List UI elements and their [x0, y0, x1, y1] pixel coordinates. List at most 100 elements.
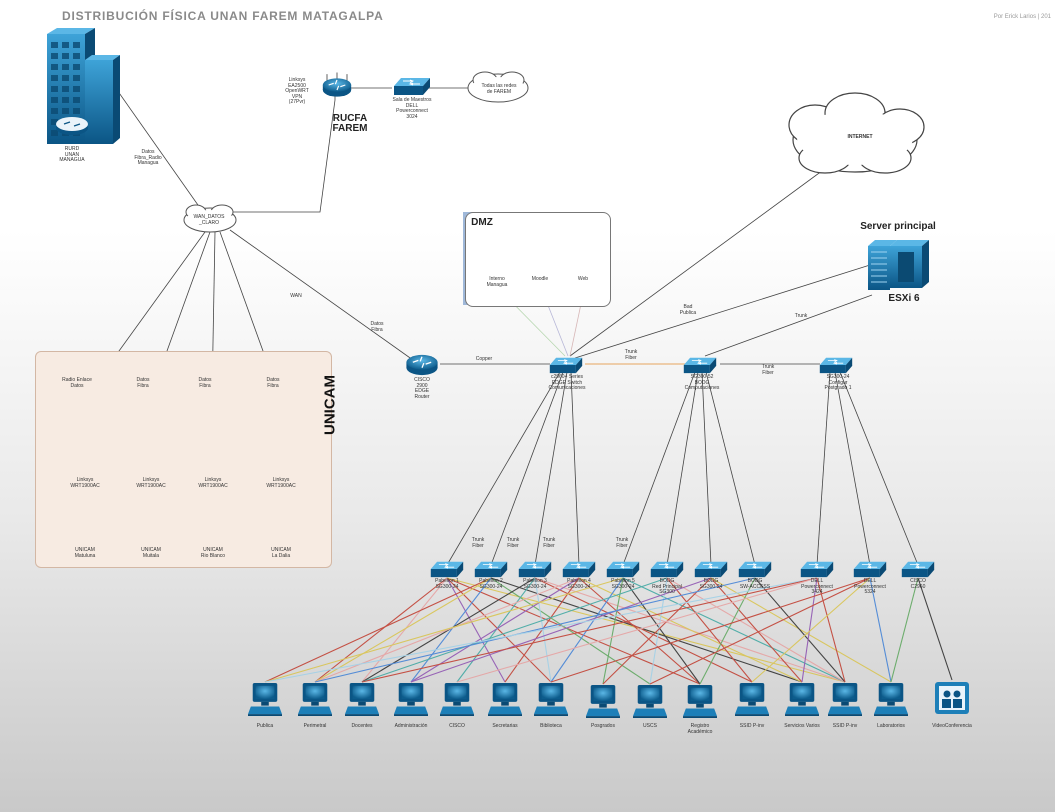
access-switch-icon [738, 561, 772, 578]
access-switch-label: CISCO C2960 [910, 578, 926, 590]
core-switch-icon [549, 357, 583, 374]
trunk-fiber-label: Trunk Fiber [624, 349, 638, 361]
access-switch-icon [901, 561, 935, 578]
endpoint-pc-icon [586, 684, 620, 718]
mesh-link [490, 577, 803, 683]
unicam-wifi-label: Linksys WRT1900AC [70, 477, 100, 489]
endpoint-label: CISCO [449, 723, 465, 729]
endpoint-pc-icon [633, 684, 667, 718]
access-switch-icon [650, 561, 684, 578]
dmz-server-label: Web [577, 276, 589, 282]
mesh-link [361, 577, 818, 683]
endpoint-pc-icon [785, 682, 819, 716]
mesh-link [649, 577, 871, 685]
access-switch-icon [606, 561, 640, 578]
trunk-fiber-label: Trunk Fiber [615, 537, 629, 549]
endpoint-label: Servicios Varios [784, 723, 820, 729]
endpoint-label: SSID P-inv [739, 723, 765, 729]
wan-link-label: WAN [290, 293, 302, 299]
unicam-pc-label: UNICAM La Dalia [271, 547, 291, 559]
diagram-title: DISTRIBUCIÓN FÍSICA UNAN FAREM MATAGALPA [62, 9, 384, 23]
dmz-server-label: Interno Managua [486, 276, 508, 288]
access-switch-icon [562, 561, 596, 578]
edge-router-icon [405, 354, 439, 376]
endpoint-pc-icon [345, 682, 379, 716]
internet-cloud [788, 92, 925, 174]
endpoint-pc-icon [440, 682, 474, 716]
access-switch-icon [853, 561, 887, 578]
endpoint-pc-icon [488, 682, 522, 716]
mesh-link [361, 577, 668, 683]
mesh-link [456, 577, 818, 683]
unicam-link-label: Datos Fibra [198, 377, 212, 389]
access-switch-label: DELL Powerconnect 3424 [801, 578, 833, 596]
mesh-link [446, 577, 506, 683]
mesh-link [264, 577, 624, 683]
mesh-link [578, 577, 701, 685]
mesh-link [490, 577, 651, 685]
bodg-switch-icon [683, 357, 717, 374]
author-note: Por Erick Larios | 201 [993, 14, 1051, 20]
mesh-link [602, 577, 624, 685]
server-principal-title: Server principal [860, 221, 936, 232]
unicam-title: UNICAM [321, 375, 339, 435]
access-switch-icon [518, 561, 552, 578]
trunk-fiber-label: Trunk Fiber [542, 537, 556, 549]
endpoint-label: USCS [643, 723, 657, 729]
trunk-label: Trunk [794, 313, 808, 319]
endpoint-label: Registro Académico [687, 723, 713, 735]
access-switch-icon [694, 561, 728, 578]
farem-cloud-label: Todas las redes de FAREM [481, 83, 517, 95]
endpoint-label: VideoConferencia [932, 723, 972, 729]
linksys-label: Linksys EA2500 OpenWRT VPN (27Pvr) [285, 77, 309, 106]
access-switch-label: BODG SW-ACCESS [739, 578, 771, 590]
mesh-link [602, 577, 712, 685]
endpoint-pc-icon [874, 682, 908, 716]
mesh-link [314, 577, 448, 683]
endpoint-label: Secretarias [492, 723, 518, 729]
core-switch-label: c2960+ Series EDGE Switch Comunicaciones [548, 374, 586, 392]
sala-label: Sala de Maestros DELL Powerconnect 3024 [392, 97, 432, 120]
mesh-link [361, 577, 448, 683]
postgrado-switch-icon [819, 357, 853, 374]
endpoint-label: Publica [256, 723, 274, 729]
building-icon [47, 28, 120, 144]
endpoint-pc-icon [683, 684, 717, 718]
videoconference-icon [935, 682, 969, 714]
esxi-label: ESXi 6 [888, 293, 920, 304]
rucfa-router-icon [322, 72, 352, 98]
server-principal-icon [868, 240, 929, 290]
rurd-label: RURD UNAN MANAGUA [59, 146, 85, 164]
trunk-fiber-label: Trunk Fiber [506, 537, 520, 549]
access-switch-icon [474, 561, 508, 578]
rucfa-label: RUCFA FAREM [332, 113, 368, 134]
dmz-server-label: Moodle [531, 276, 549, 282]
sala-switch-icon [394, 77, 430, 96]
wan-cloud [183, 204, 237, 233]
access-switch-label: Pabellon 2 SG300-24 [479, 578, 503, 590]
endpoint-label: Laboratorios [877, 723, 905, 729]
wan-cloud-label: WAN_DATOS _CLARO [193, 214, 225, 226]
farem-cloud [467, 71, 529, 103]
datos-fibra-label: Datos Fibra [370, 321, 384, 333]
endpoint-pc-icon [534, 682, 568, 716]
mesh-link [890, 577, 919, 683]
trunk-fiber-label: Trunk Fiber [761, 364, 775, 376]
unicam-box [35, 351, 332, 568]
endpoint-label: Perimetral [303, 723, 327, 729]
trunk-fiber-label: Trunk Fiber [471, 537, 485, 549]
mesh-link [446, 577, 701, 685]
unicam-wifi-label: Linksys WRT1900AC [266, 477, 296, 489]
access-switch-label: Pabellon 5 SG300-24 [611, 578, 635, 590]
mesh-link [264, 577, 818, 683]
edge-router-label: CISCO 2900 EDGE Router [414, 377, 430, 400]
endpoint-pc-icon [394, 682, 428, 716]
dmz-title: DMZ [471, 217, 493, 228]
mesh-link [751, 577, 871, 683]
mesh-link [917, 577, 953, 681]
access-switch-label: BODG SG300-24 [699, 578, 723, 590]
endpoint-pc-icon [828, 682, 862, 716]
mesh-link [550, 577, 871, 683]
unicam-wifi-label: Linksys WRT1900AC [136, 477, 166, 489]
